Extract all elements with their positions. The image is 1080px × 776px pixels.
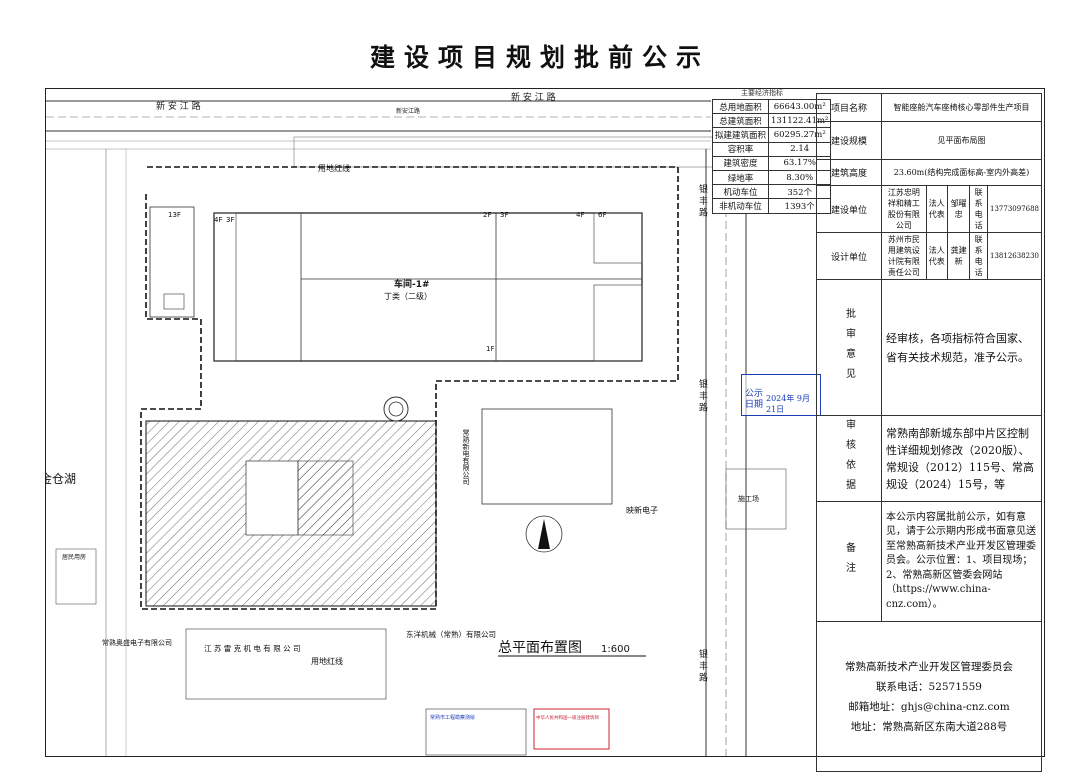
- builder-rep-label: 法人代表: [925, 185, 948, 233]
- econ-value: 352个: [768, 184, 832, 200]
- econ-key: 非机动车位: [711, 198, 770, 214]
- west-company-label: 居民用房: [62, 553, 86, 561]
- info-table: 项目名称 智能座舱汽车座椅核心零部件生产项目 建设规模 见平面布局图 建筑高度 …: [816, 93, 1042, 772]
- east-company-label-2: 映新电子: [626, 505, 658, 515]
- floor-4f-b: 4F: [576, 211, 584, 219]
- review-label: 批审意见: [816, 279, 882, 416]
- road-north-label-2: 新 安 江 路: [511, 91, 556, 103]
- road-north-label: 新 安 江 路: [156, 100, 201, 112]
- issuer-address: 常熟高新区东南大道288号: [882, 720, 1008, 733]
- build-scale-value: 见平面布局图: [881, 121, 1042, 160]
- document-frame: [45, 88, 1045, 757]
- notes-label: 备注: [816, 501, 882, 622]
- designer-rep-label: 法人代表: [925, 232, 948, 280]
- plan-scale: 1:600: [601, 644, 630, 655]
- econ-key: 总建筑面积: [711, 113, 770, 129]
- builder-tel: 13773097688: [987, 185, 1042, 233]
- floor-3f: 3F: [226, 216, 234, 224]
- floor-3f-b: 3F: [500, 211, 508, 219]
- econ-key: 拟建建筑面积: [711, 127, 770, 143]
- red-stamp: 中华人民共和国一级注册建筑师: [536, 714, 599, 721]
- info-panel: 项目名称 智能座舱汽车座椅核心零部件生产项目 建设规模 见平面布局图 建筑高度 …: [816, 93, 1044, 772]
- designer-rep: 龚建新: [946, 232, 971, 280]
- notes-text: 本公示内容属批前公示，如有意见，请于公示期内形成书面意见送至常熟高新技术产业开发…: [881, 501, 1042, 622]
- stamp-label-2: 日期: [745, 400, 764, 410]
- econ-key: 总用地面积: [711, 98, 770, 115]
- road-east-label-3: 银 丰 路: [697, 648, 708, 683]
- floor-4f: 4F: [214, 216, 222, 224]
- floor-13f: 13F: [168, 211, 181, 219]
- builder-value: 江苏忠明祥和精工股份有限公司: [881, 185, 927, 233]
- redline-label-2: 用地红线: [311, 656, 343, 666]
- econ-key: 建筑密度: [711, 155, 770, 171]
- lake-label: 金仓湖: [46, 471, 76, 486]
- south-company-label-2: 东洋机械（常熟）有限公司: [406, 629, 496, 639]
- econ-key: 绿地率: [711, 169, 770, 186]
- designer-label: 设计单位: [816, 232, 882, 280]
- road-north-small-label: 新安江路: [396, 107, 420, 115]
- issuer-address-line: 地址：常熟高新区东南大道288号: [821, 717, 1037, 737]
- road-east-label: 银 丰 路: [697, 183, 708, 218]
- econ-value: 63.17%: [768, 155, 832, 171]
- issuer-block: 常熟高新技术产业开发区管理委员会 联系电话：52571559 邮箱地址：ghjs…: [816, 621, 1042, 772]
- basis-label: 审核依据: [816, 415, 882, 502]
- builder-tel-label: 联系电话: [969, 185, 988, 233]
- issuer-address-label: 地址：: [850, 720, 883, 733]
- econ-key: 机动车位: [711, 184, 770, 200]
- project-name-label: 项目名称: [816, 93, 882, 122]
- publicity-stamp: 公示 日期 2024年 9月 21日: [741, 374, 821, 416]
- builder-label: 建设单位: [816, 185, 882, 233]
- workshop-class-label: 丁类（二级）: [384, 291, 432, 301]
- south-company-label-3: 常熟奥盛电子有限公司: [102, 638, 172, 647]
- issuer-phone-line: 联系电话：52571559: [821, 677, 1037, 697]
- builder-rep: 邹曜忠: [946, 185, 971, 233]
- issuer-email: ghjs@china-cnz.com: [900, 700, 1010, 713]
- plan-title: 总平面布置图: [498, 640, 582, 656]
- designer-value: 苏州市民用建筑设计院有限责任公司: [881, 232, 927, 280]
- econ-key: 容积率: [711, 141, 770, 157]
- review-text: 经审核，各项指标符合国家、省有关技术规范，准予公示。: [881, 279, 1042, 416]
- issuer-phone-label: 联系电话：: [876, 680, 929, 693]
- issuer-email-label: 邮箱地址：: [848, 700, 901, 713]
- designer-tel: 13812638230: [987, 232, 1042, 280]
- issuer-email-line: 邮箱地址：ghjs@china-cnz.com: [821, 697, 1037, 717]
- basis-text: 常熟南部新城东部中片区控制性详细规划修改（2020版）、常规设（2012）115…: [881, 415, 1042, 502]
- small-blue-stamp: 常熟市工程勘察测绘: [430, 714, 475, 721]
- site-office-label: 施工场: [738, 494, 759, 503]
- road-east-label-2: 银 丰 路: [697, 378, 708, 413]
- build-scale-label: 建设规模: [816, 121, 882, 160]
- project-name-value: 智能座舱汽车座椅核心零部件生产项目: [881, 93, 1042, 122]
- east-company-label-1: 常熟新电有限公司: [462, 428, 470, 485]
- issuer-phone: 52571559: [928, 680, 982, 693]
- floor-2f: 2F: [483, 211, 491, 219]
- issuer-name: 常熟高新技术产业开发区管理委员会: [845, 660, 1013, 673]
- stamp-label-1: 公示: [745, 389, 764, 399]
- designer-tel-label: 联系电话: [969, 232, 988, 280]
- build-height-value: 23.60m(结构完成面标高-室内外高差): [881, 159, 1042, 186]
- floor-6f: 6F: [598, 211, 606, 219]
- workshop-label: 车间-1#: [394, 278, 430, 290]
- stamp-date: 2024年 9月 21日: [766, 394, 810, 414]
- south-company-label-1: 江 苏 雷 克 机 电 有 限 公 司: [204, 643, 300, 653]
- econ-table-caption: 主要经济指标: [741, 89, 783, 97]
- page-title: 建设项目规划批前公示: [369, 43, 710, 72]
- redline-label-1: 用地红线: [318, 163, 350, 173]
- floor-1f: 1F: [486, 345, 494, 353]
- site-plan: 新 安 江 路 新 安 江 路 新安江路 用地红线 银 丰 路 银 丰 路 银 …: [46, 91, 787, 756]
- build-height-label: 建筑高度: [816, 159, 882, 186]
